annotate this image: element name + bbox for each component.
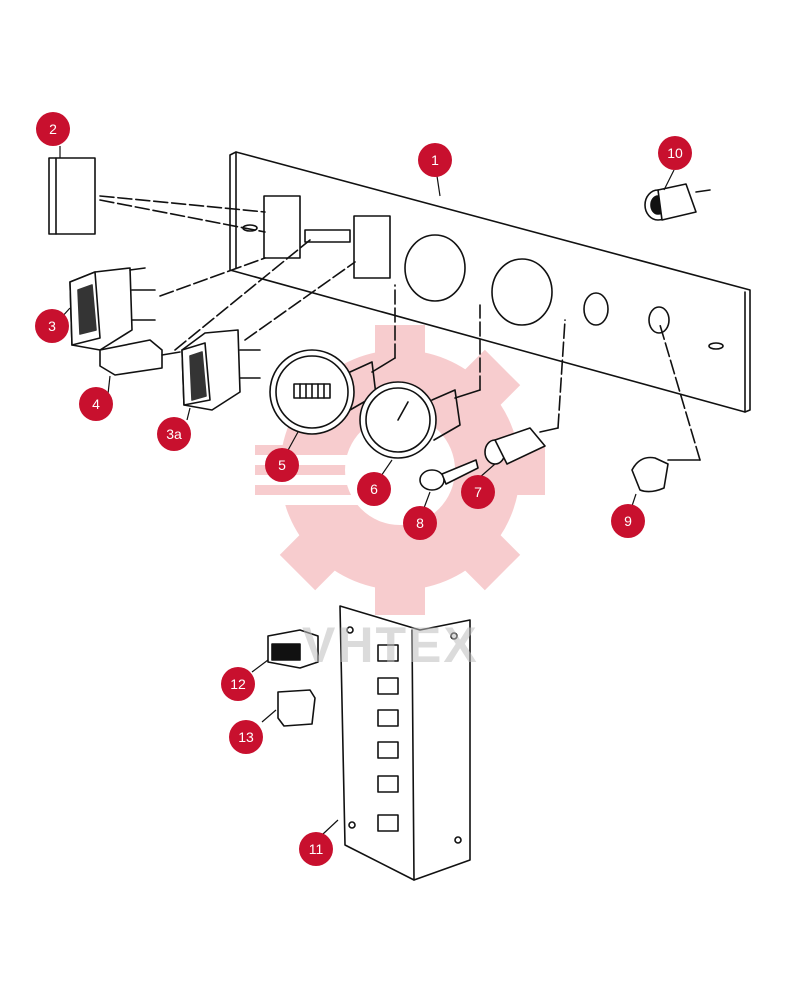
rocker-switch-part-3a bbox=[181, 261, 356, 411]
callout-5: 5 bbox=[265, 448, 299, 482]
lens-part-13 bbox=[277, 689, 316, 727]
callout-8: 8 bbox=[403, 506, 437, 540]
bezel-part-12 bbox=[267, 629, 319, 669]
callout-2: 2 bbox=[36, 112, 70, 146]
knob-part-9 bbox=[631, 324, 701, 493]
callout-12: 12 bbox=[221, 667, 255, 701]
callout-11: 11 bbox=[299, 832, 333, 866]
watermark-text: VHTEX bbox=[302, 617, 479, 673]
callout-10: 10 bbox=[658, 136, 692, 170]
key-part-8 bbox=[419, 459, 479, 491]
callout-9: 9 bbox=[611, 504, 645, 538]
indicator-light-part-10 bbox=[644, 183, 711, 221]
callout-4: 4 bbox=[79, 387, 113, 421]
bracket-part-11 bbox=[339, 605, 471, 881]
callout-7: 7 bbox=[461, 475, 495, 509]
connector-part-4 bbox=[99, 239, 311, 376]
gauge-part-6 bbox=[359, 304, 481, 459]
leader-lines bbox=[59, 146, 675, 835]
callout-13: 13 bbox=[229, 720, 263, 754]
hour-meter-gauge-part-5 bbox=[269, 284, 396, 435]
callout-6: 6 bbox=[357, 472, 391, 506]
callout-1: 1 bbox=[418, 143, 452, 177]
panel-part-1 bbox=[229, 151, 751, 413]
rocker-switch-part-3 bbox=[69, 257, 266, 351]
callout-3: 3 bbox=[35, 309, 69, 343]
key-switch-part-7 bbox=[484, 319, 566, 465]
callout-3a: 3a bbox=[157, 417, 191, 451]
blank-cover-part-2 bbox=[48, 157, 266, 235]
